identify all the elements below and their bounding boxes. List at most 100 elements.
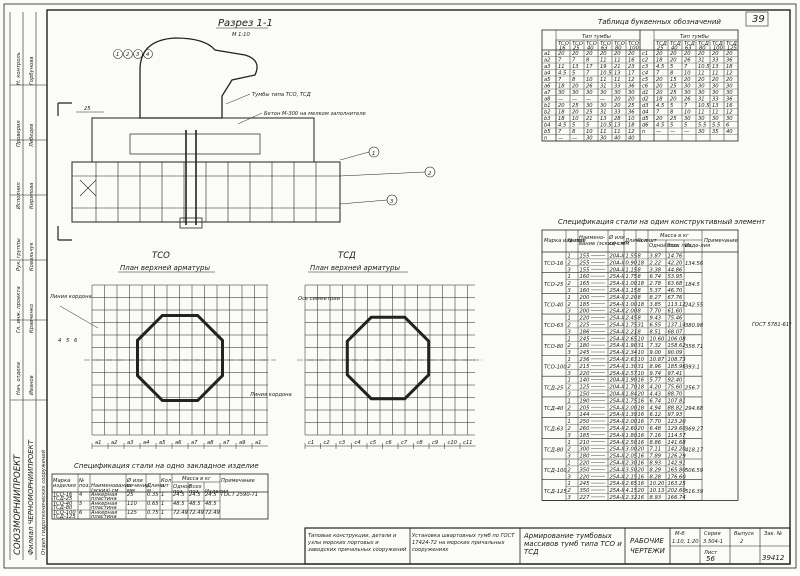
spec-cell: 3	[568, 412, 571, 418]
spec-cell: 2.15	[626, 474, 638, 480]
spec-cell: 10	[638, 336, 645, 342]
cell: 20	[698, 77, 705, 83]
cell: 8	[670, 110, 674, 116]
strip-signer: Горбунова	[29, 57, 35, 85]
spec-cell: 0.90	[626, 260, 638, 266]
spec-cell: 350	[580, 467, 591, 473]
spec-cell: 1	[568, 398, 571, 404]
cell: d4	[642, 110, 649, 116]
spec-cell: 16	[638, 481, 645, 487]
spec-item-total: 516.39	[685, 489, 703, 495]
cell: 25	[670, 90, 677, 96]
cell: 7	[684, 103, 688, 109]
cell: 20	[684, 51, 691, 57]
spec-item-total: 380.98	[685, 323, 704, 329]
spec-cell: 5.77	[650, 378, 662, 384]
spec-cell: 25А-II	[610, 419, 626, 425]
spec-cell: 155	[580, 267, 591, 273]
spec-cell: 1	[568, 440, 571, 446]
cell: 30	[600, 136, 607, 142]
col-head: ТСД	[670, 41, 681, 47]
cell: 25	[670, 84, 677, 90]
spec-cell: 25А-II	[610, 474, 626, 480]
spec-cell: 6.55	[650, 323, 662, 329]
col-head: ТСД	[698, 41, 709, 47]
spec-cell: 9.43	[650, 316, 662, 322]
cell: 20	[628, 51, 635, 57]
cell: 20	[572, 110, 579, 116]
spec-cell: 6.74	[650, 398, 662, 404]
cell: 4.5	[558, 123, 567, 129]
cell: 20	[614, 97, 621, 103]
spec-cell: 158.62	[668, 343, 686, 349]
callout-circle	[113, 49, 123, 59]
cell: 11	[600, 129, 607, 135]
concrete-slab	[91, 117, 315, 163]
dim-label: c8	[417, 440, 424, 446]
col-head: 25	[657, 46, 664, 52]
plan-tso-octagon	[136, 314, 224, 402]
cell: 20	[726, 77, 733, 83]
spec-cell: 245	[580, 336, 591, 342]
cell: 10.5	[698, 103, 710, 109]
spec-cell: 8.27	[650, 295, 662, 301]
hdr-mass-item: Изде-лия	[685, 243, 710, 249]
stamp-issue-label: Выпуск	[734, 531, 755, 537]
spec-item-total: 242.55	[685, 303, 704, 309]
cell: 20	[726, 51, 733, 57]
type-header: Тип тумбы	[680, 34, 709, 40]
dim-label: a1	[255, 440, 261, 446]
spec-cell: 137.14	[668, 323, 686, 329]
spec-cell: 8.96	[650, 364, 662, 370]
spec-cell: 144	[580, 412, 590, 418]
spec-cell: 142.20	[668, 447, 687, 453]
col-head: 125	[727, 46, 738, 52]
cell: 26	[684, 97, 691, 103]
cell: 36	[726, 58, 733, 64]
spec-cell: 25А-II	[610, 336, 626, 342]
hdr-mass: Масса в кг	[660, 233, 689, 239]
spec-cell: 8.93	[650, 495, 662, 501]
spec-cell: 220	[580, 371, 591, 377]
spec-cell: 2.34	[626, 350, 638, 356]
spec-cell: 3.50	[626, 467, 638, 473]
cell: 20	[656, 84, 663, 90]
embed-cell: 0.65	[147, 501, 159, 507]
cell: 5.5	[712, 123, 721, 129]
cell: 16	[628, 58, 635, 64]
spec-cell: 3	[568, 350, 571, 356]
spec-gost: ГОСТ 5781-61*	[752, 322, 792, 328]
spec-item-total: 393.1	[685, 365, 700, 371]
dim-label: a5	[159, 440, 166, 446]
plan-tso-title: ТСО	[152, 251, 170, 261]
spec-mark: ТСД-100	[544, 468, 567, 474]
cell: 10.5	[698, 64, 710, 70]
embed-cell: 48.5	[173, 501, 185, 507]
spec-cell: 8.86	[650, 440, 662, 446]
spec-cell: 1.90	[626, 378, 638, 384]
spec-cell: 8.28	[650, 474, 662, 480]
spec-cell: 141.68	[668, 440, 687, 446]
spec-cell: 1.75	[626, 274, 638, 280]
spec-cell: 1.15	[626, 267, 638, 273]
cell: 35	[712, 129, 719, 135]
cell: 5	[572, 123, 576, 129]
spec-embed-table: Спецификация стали на одно закладное изд…	[51, 462, 269, 520]
spec-cell: 9.74	[650, 371, 662, 377]
spec-cell: 25А-II	[610, 316, 626, 322]
spec-cell: 2.20	[626, 295, 638, 301]
cell: 33	[712, 58, 719, 64]
spec-cell: 8.93	[650, 461, 662, 467]
cell: 20	[670, 51, 677, 57]
spec-cell: 2.21	[626, 329, 638, 335]
embed-cell: 72.49	[205, 510, 220, 516]
stamp-series: 3.504-1	[703, 539, 723, 545]
cell: 4.5	[656, 103, 665, 109]
svg-text:2: 2	[428, 171, 431, 177]
spec-cell: 1.39	[626, 412, 638, 418]
spec-cell: 3	[568, 495, 571, 501]
cell: 30	[726, 84, 733, 90]
spec-cell: 165.80	[668, 467, 687, 473]
